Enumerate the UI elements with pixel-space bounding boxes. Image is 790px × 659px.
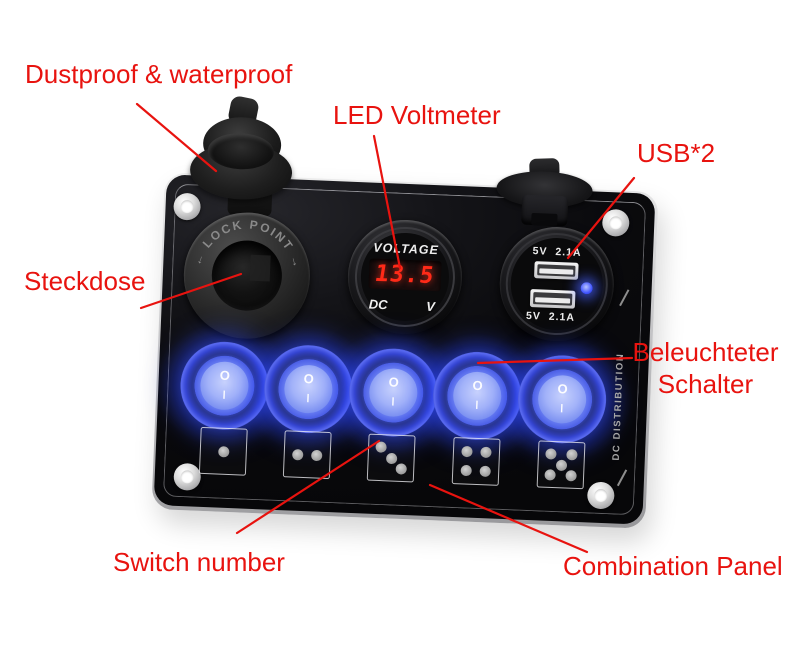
- voltmeter-face: VOLTAGE 13.5 DC V: [359, 231, 451, 323]
- socket-contact: [249, 254, 271, 282]
- switch-off-mark: O: [219, 367, 231, 383]
- dice-dot: [480, 446, 493, 458]
- panel-bevel-edge: ← LOCK POINT → VOLTAGE 13.5 DC V: [151, 94, 659, 529]
- switch-on-mark: I: [475, 397, 479, 412]
- label-steckdose: Steckdose: [24, 266, 146, 296]
- switch-on-mark: I: [560, 401, 564, 416]
- label-usb-count: USB*2: [637, 138, 716, 168]
- switch-number-badge-1: [198, 426, 248, 476]
- corner-screw-top-right: [601, 208, 630, 237]
- dice-dot: [565, 470, 578, 482]
- corner-screw-bottom-left: [173, 462, 202, 491]
- label-led-voltmeter: LED Voltmeter: [333, 100, 501, 130]
- led-voltmeter: VOLTAGE 13.5 DC V: [345, 217, 465, 337]
- usb-slot-2: [532, 292, 573, 306]
- voltmeter-title: VOLTAGE: [373, 240, 440, 258]
- switch-off-mark: O: [472, 377, 484, 394]
- corner-screw-bottom-right: [586, 481, 615, 510]
- label-combination-panel: Combination Panel: [563, 551, 783, 581]
- label-switch-number: Switch number: [113, 547, 285, 577]
- rocker-switch-5[interactable]: O I: [512, 349, 612, 449]
- usb-rating-bottom: 5V 2.1A: [525, 309, 576, 324]
- label-dustproof: Dustproof & waterproof: [25, 59, 293, 89]
- switch-off-mark: O: [557, 381, 568, 397]
- label-beleuchteter-schalter: Beleuchteter Schalter: [618, 336, 790, 400]
- dice-dot: [460, 465, 472, 477]
- side-engraving-tick: [619, 289, 630, 307]
- label-beleuchteter-line2: Schalter: [657, 369, 754, 399]
- usb-port-1[interactable]: [534, 261, 579, 280]
- dice-dot: [544, 447, 557, 460]
- switch-number-badge-4: [451, 437, 501, 486]
- dice-dot: [311, 449, 323, 461]
- dice-dot: [555, 459, 567, 471]
- usb-face: 5V 2.1A 5V 2.1A: [508, 236, 605, 332]
- dice-dot: [375, 441, 387, 453]
- dice-dot: [460, 445, 473, 457]
- dice-dot: [395, 463, 408, 475]
- switch-number-badge-3: [366, 433, 416, 483]
- cigarette-lighter-socket[interactable]: ← LOCK POINT →: [181, 210, 313, 342]
- usb-slot-1: [537, 264, 576, 277]
- label-beleuchteter-line1: Beleuchteter: [632, 337, 779, 367]
- dice-dot: [544, 469, 556, 481]
- switch-number-badge-2: [282, 430, 332, 480]
- dice-dot: [566, 448, 578, 461]
- dice-dot: [291, 448, 304, 460]
- switch-on-mark: I: [391, 394, 395, 409]
- dice-dot: [217, 445, 230, 458]
- dual-usb-socket: 5V 2.1A 5V 2.1A: [497, 224, 617, 344]
- side-engraving-tick: [616, 469, 628, 487]
- usb-port-2[interactable]: [529, 288, 576, 309]
- dice-dot: [479, 466, 492, 478]
- usb-cover-notch: [531, 212, 558, 227]
- switch-on-mark: I: [222, 387, 226, 402]
- switch-on-mark: I: [306, 391, 310, 406]
- voltmeter-display: 13.5: [368, 258, 442, 292]
- voltmeter-reading: 13.5: [373, 260, 437, 290]
- usb-rating-top: 5V 2.1A: [532, 245, 582, 260]
- voltmeter-dc-label: DC: [368, 296, 388, 313]
- switch-off-mark: O: [303, 370, 315, 387]
- voltmeter-volt-label: V: [425, 298, 436, 315]
- dice-dot: [385, 452, 397, 464]
- switch-off-mark: O: [388, 374, 400, 390]
- switch-number-badge-5: [536, 440, 586, 490]
- usb-power-led: [580, 282, 593, 295]
- combination-panel: ← LOCK POINT → VOLTAGE 13.5 DC V: [153, 94, 656, 525]
